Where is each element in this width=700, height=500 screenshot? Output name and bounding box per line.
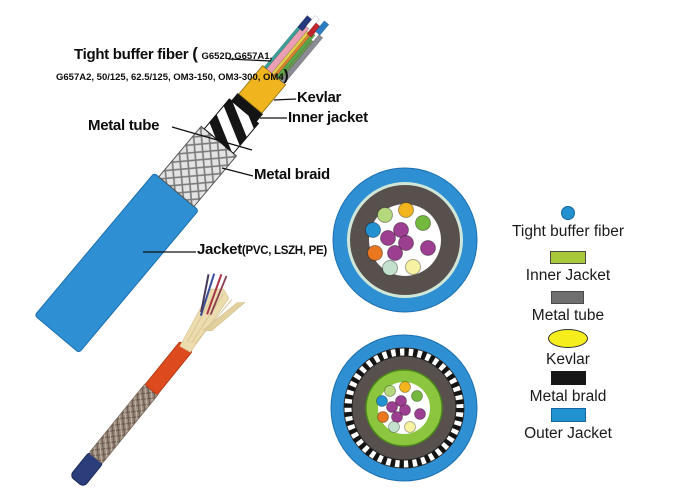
fiber-dot [377,411,389,423]
label-inner-jacket-text: Inner jacket [288,109,368,126]
label-jacket: Jacket(PVC, LSZH, PE) [197,241,327,258]
legend-item-tight-buffer-fiber: Tight buffer fiber [512,206,624,241]
fiber-dot [398,235,414,251]
label-metal-tube: Metal tube [88,117,159,134]
label-tight-buffer-fiber: Tight buffer fiber ( G652D,G657A1, [74,44,272,64]
fiber-dot [380,230,396,246]
label-specs-line1: G652D,G657A1, [201,51,273,62]
photo-fiber-red [206,274,223,315]
label-metal-braid-text: Metal braid [254,166,330,183]
outer-jacket-swatch-icon [550,408,586,422]
fiber-strand-yellow [271,30,310,76]
label-specs-line2-wrap: G657A2, 50/125, 62.5/125, OM3-150, OM3-3… [56,67,289,84]
fiber-dot [384,385,396,397]
fiber-dot [398,202,414,218]
photo-kevlar-branch [202,302,246,332]
fiber-strand-gray [280,34,324,85]
label-metal-braid: Metal braid [254,166,330,183]
inner-jacket-segment [231,92,263,122]
fiber-dot [420,240,436,256]
leader-tight-buffer-fiber [227,58,272,62]
fiber-dot [404,421,416,433]
photo-fibers [199,273,228,316]
fiber-dot [365,222,381,238]
photo-kevlar-texture [186,290,233,344]
photo-fiber-dark [200,274,210,313]
legend-item-metal-braid: Metal brald [529,371,607,406]
legend-label: Metal tube [531,307,605,324]
label-specs-close-paren: ) [283,67,289,84]
fiber-dot [399,404,411,416]
label-specs-line2: G657A2, 50/125, 62.5/125, OM3-150, OM3-3… [56,72,284,83]
label-specs-open-paren: ( [192,44,198,63]
legend-item-metal-tube: Metal tube [532,291,604,325]
label-metal-tube-text: Metal tube [88,117,160,134]
leader-metal-tube [171,126,253,151]
cs-bot-braid-ticks [344,348,464,468]
metal-braid-swatch-icon [550,371,586,385]
legend-item-outer-jacket: Outer Jacket [524,408,612,443]
fiber-dot [386,401,398,413]
photo-braid [89,383,159,464]
fiber-dot [411,390,423,402]
legend-item-inner-jacket: Inner Jacket [526,251,610,285]
inner-jacket-swatch-icon [550,251,586,264]
cross-section-top [332,167,478,313]
fiber-dot [388,421,400,433]
label-jacket-specs: (PVC, LSZH, PE) [241,245,327,257]
fiber-dot [391,411,403,423]
fiber-dot [382,260,398,276]
label-jacket-text: Jacket [197,241,242,258]
leader-metal-braid [221,167,254,177]
fiber-tip-blue [314,20,330,36]
photo-fiber-blue [199,273,216,316]
outer-jacket-segment [35,173,198,353]
fiber-dot [414,408,426,420]
fiber-dot [377,207,393,223]
fiber-strands [263,15,330,85]
legend-item-kevlar: Kevlar [546,329,590,369]
kevlar-swatch-icon [548,329,588,348]
label-kevlar: Kevlar [297,89,341,106]
fiber-swatch-icon [560,206,575,220]
cable-photo [71,273,246,486]
legend-label: Inner Jacket [525,267,611,284]
legend-label: Metal brald [529,388,607,405]
fiber-dot [367,245,383,261]
cross-section-bottom [330,334,478,482]
fiber-dot [376,395,388,407]
label-inner-jacket: Inner jacket [288,109,368,126]
legend-label: Tight buffer fiber [511,223,624,240]
fiber-dot [387,245,403,261]
metal-tube-swatch-icon [551,291,585,304]
cable-cutaway [35,15,330,353]
label-tight-buffer-fiber-text: Tight buffer fiber [74,46,189,63]
legend-label: Kevlar [546,351,590,368]
legend-label: Outer Jacket [524,425,612,442]
leader-kevlar [273,98,297,101]
label-kevlar-text: Kevlar [297,89,342,106]
fiber-dot [405,259,421,275]
photo-fiber-maroon [209,275,228,315]
legend: Tight buffer fiber Inner Jacket Metal tu… [492,206,644,443]
fiber-dot [415,215,431,231]
fiber-dot [399,381,411,393]
